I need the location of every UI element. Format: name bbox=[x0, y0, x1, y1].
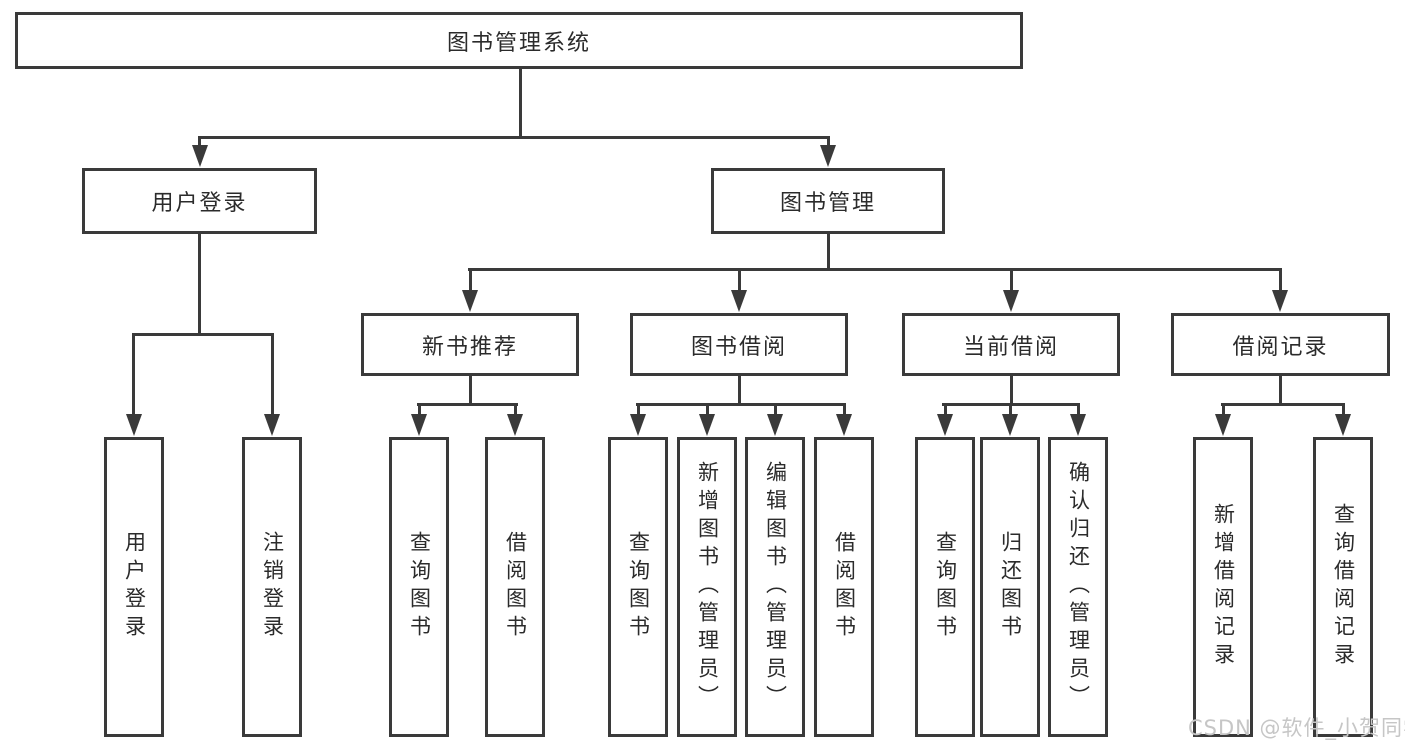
connector-vline bbox=[738, 376, 741, 406]
leaf-query-books: 查询图书 bbox=[915, 437, 975, 737]
connector-stem bbox=[1010, 268, 1013, 292]
connector-hline bbox=[468, 268, 1281, 271]
connector-stem bbox=[132, 333, 135, 416]
leaf-query-borrow-record: 查询借阅记录 bbox=[1313, 437, 1373, 737]
arrow-down bbox=[937, 414, 953, 436]
connector-hline bbox=[1221, 403, 1345, 406]
node-label: 用户登录 bbox=[122, 531, 147, 643]
arrow-down bbox=[820, 145, 836, 167]
leaf-edit-books-admin: 编辑图书（管理员） bbox=[745, 437, 805, 737]
leaf-logout: 注销登录 bbox=[242, 437, 302, 737]
connector-stem bbox=[706, 403, 709, 416]
arrow-down bbox=[630, 414, 646, 436]
connector-vline bbox=[1279, 376, 1282, 406]
node-label: 确认归还（管理员） bbox=[1066, 461, 1091, 713]
node-label: 查询图书 bbox=[626, 531, 651, 643]
arrow-down bbox=[192, 145, 208, 167]
connector-stem bbox=[469, 268, 472, 292]
connector-stem bbox=[1279, 268, 1282, 292]
connector-stem bbox=[774, 403, 777, 416]
node-label: 新书推荐 bbox=[421, 334, 518, 360]
connector-stem bbox=[944, 403, 947, 416]
node-label: 图书管理 bbox=[779, 191, 876, 216]
node-new-book-recommendation: 新书推荐 bbox=[361, 313, 579, 376]
connector-vline bbox=[469, 376, 472, 406]
arrow-down bbox=[836, 414, 852, 436]
arrow-down bbox=[411, 414, 427, 436]
node-label: 当前借阅 bbox=[962, 334, 1059, 360]
node-label: 图书借阅 bbox=[690, 334, 787, 360]
connector-stem bbox=[738, 268, 741, 292]
connector-hline bbox=[198, 136, 830, 139]
arrow-down bbox=[264, 414, 280, 436]
connector-stem bbox=[198, 136, 201, 148]
arrow-down bbox=[1002, 414, 1018, 436]
node-label: 图书管理系统 bbox=[446, 30, 591, 56]
node-label: 查询借阅记录 bbox=[1331, 503, 1356, 671]
arrow-down bbox=[1272, 290, 1288, 312]
connector-hline bbox=[417, 403, 518, 406]
arrow-down bbox=[462, 290, 478, 312]
connector-vline bbox=[827, 234, 830, 271]
node-label: 新增借阅记录 bbox=[1211, 503, 1236, 671]
node-label: 借阅图书 bbox=[832, 531, 857, 643]
arrow-down bbox=[767, 414, 783, 436]
leaf-borrow-books: 借阅图书 bbox=[485, 437, 545, 737]
node-label: 借阅图书 bbox=[503, 531, 528, 643]
leaf-query-books: 查询图书 bbox=[608, 437, 668, 737]
connector-stem bbox=[1077, 403, 1080, 416]
node-label: 查询图书 bbox=[407, 531, 432, 643]
arrow-down bbox=[507, 414, 523, 436]
connector-hline bbox=[636, 403, 846, 406]
leaf-add-books-admin: 新增图书（管理员） bbox=[677, 437, 737, 737]
arrow-down bbox=[699, 414, 715, 436]
connector-vline bbox=[519, 69, 522, 139]
leaf-borrow-books: 借阅图书 bbox=[814, 437, 874, 737]
leaf-return-books: 归还图书 bbox=[980, 437, 1040, 737]
connector-stem bbox=[827, 136, 830, 148]
node-label: 注销登录 bbox=[260, 531, 285, 643]
node-current-borrowing: 当前借阅 bbox=[902, 313, 1120, 376]
leaf-confirm-return-admin: 确认归还（管理员） bbox=[1048, 437, 1108, 737]
connector-stem bbox=[1009, 403, 1012, 416]
connector-stem bbox=[271, 333, 274, 416]
arrow-down bbox=[1335, 414, 1351, 436]
connector-stem bbox=[514, 403, 517, 416]
node-label: 编辑图书（管理员） bbox=[763, 461, 788, 713]
connector-hline bbox=[132, 333, 274, 336]
leaf-add-borrow-record: 新增借阅记录 bbox=[1193, 437, 1253, 737]
connector-vline bbox=[198, 234, 201, 336]
connector-stem bbox=[637, 403, 640, 416]
leaf-query-books: 查询图书 bbox=[389, 437, 449, 737]
connector-vline bbox=[1010, 376, 1013, 406]
watermark-text: CSDN @软件_小贺同学 bbox=[1188, 716, 1405, 740]
connector-stem bbox=[843, 403, 846, 416]
node-borrowing-records: 借阅记录 bbox=[1171, 313, 1390, 376]
arrow-down bbox=[126, 414, 142, 436]
arrow-down bbox=[1003, 290, 1019, 312]
connector-stem bbox=[1222, 403, 1225, 416]
connector-stem bbox=[1342, 403, 1345, 416]
node-label: 新增图书（管理员） bbox=[695, 461, 720, 713]
node-book-borrowing: 图书借阅 bbox=[630, 313, 848, 376]
node-library-management-system: 图书管理系统 bbox=[15, 12, 1023, 69]
connector-stem bbox=[418, 403, 421, 416]
arrow-down bbox=[1215, 414, 1231, 436]
node-label: 查询图书 bbox=[933, 531, 958, 643]
arrow-down bbox=[731, 290, 747, 312]
node-label: 用户登录 bbox=[151, 191, 248, 216]
node-book-management: 图书管理 bbox=[711, 168, 945, 234]
node-label: 归还图书 bbox=[998, 531, 1023, 643]
node-label: 借阅记录 bbox=[1232, 334, 1329, 360]
leaf-user-login: 用户登录 bbox=[104, 437, 164, 737]
node-user-login: 用户登录 bbox=[82, 168, 317, 234]
arrow-down bbox=[1070, 414, 1086, 436]
